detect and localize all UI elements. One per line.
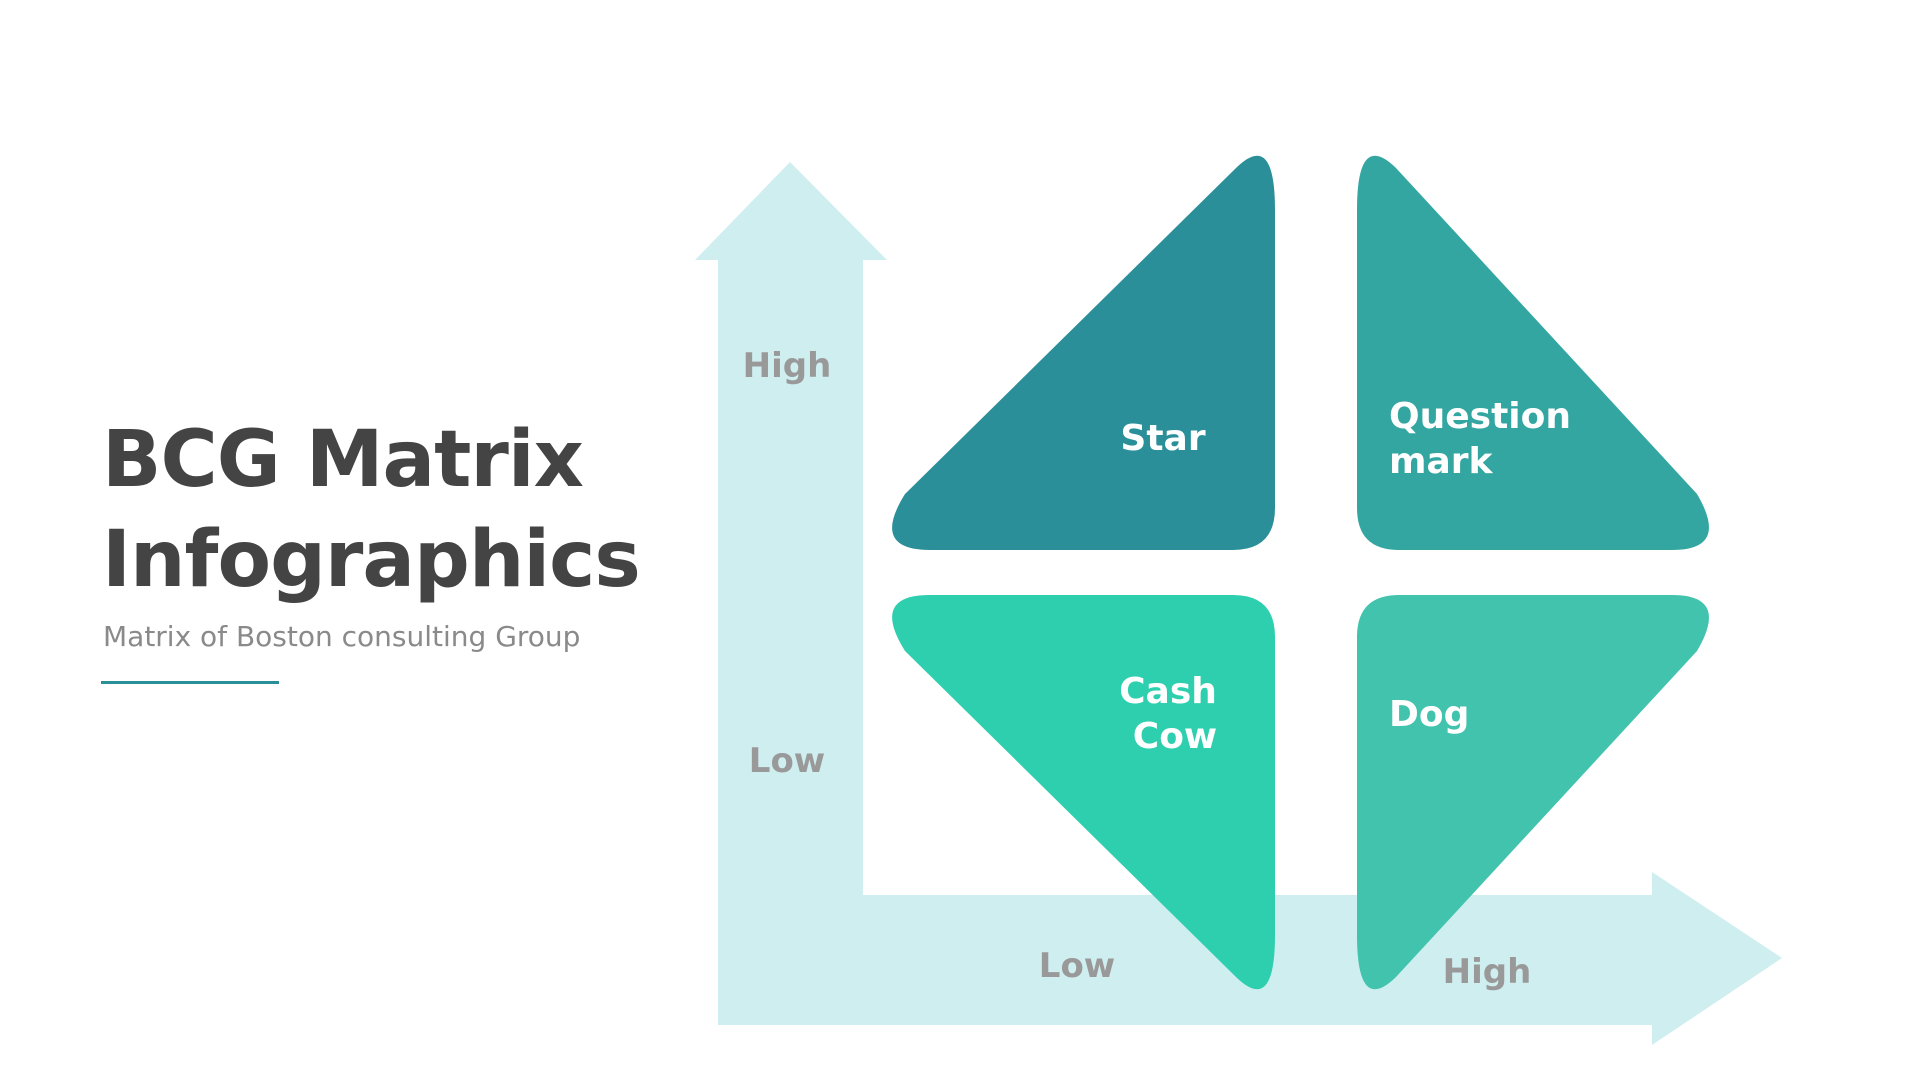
star-label: Star [1120,418,1205,459]
star-quadrant [892,155,1275,551]
question-mark-quadrant [1357,155,1709,551]
y-axis-high-label: High [743,346,832,386]
question-mark-label-line-1: Question [1389,396,1571,437]
x-axis-high-label: High [1443,952,1532,992]
x-axis-low-label: Low [1039,946,1115,986]
dog-label: Dog [1389,694,1469,735]
cash-cow-label-line-1: Cash [1119,671,1217,712]
page-subtitle: Matrix of Boston consulting Group [103,620,581,653]
cash-cow-quadrant [892,595,1275,990]
question-mark-label-line-2: mark [1389,441,1494,482]
page-title-line-2: Infographics [102,515,641,605]
title-underline [101,681,279,684]
vertical-axis-arrow [695,162,887,1025]
page-title: BCG Matrix Infographics [102,410,641,610]
cash-cow-label-line-2: Cow [1133,716,1217,757]
y-axis-low-label: Low [749,741,825,781]
dog-quadrant [1357,595,1709,990]
page-title-line-1: BCG Matrix [102,415,584,505]
